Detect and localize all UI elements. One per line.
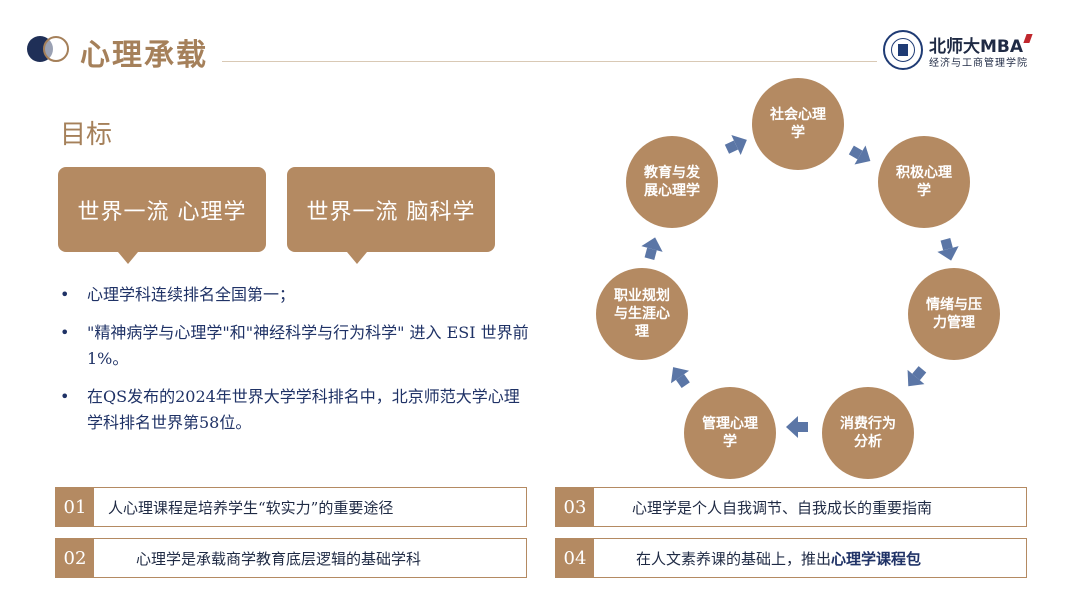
cycle-node-emotion-stress: 情绪与压力管理 [908, 268, 1000, 360]
highlight-text: 心理学课程包 [831, 549, 922, 568]
list-item: "精神病学与心理学"和"神经科学与行为科学" 进入 ESI 世界前1%。 [60, 320, 530, 372]
ring-dot-icon [43, 36, 69, 62]
cycle-node-positive-psychology: 积极心理学 [878, 136, 970, 228]
cycle-node-career-planning: 职业规划与生涯心理 [596, 268, 688, 360]
goal-heading: 目标 [60, 120, 113, 150]
point-text: 人心理课程是培养学生“软实力”的重要途径 [108, 498, 394, 517]
logo-sub-text: 经济与工商管理学院 [929, 58, 1028, 69]
goal-card-brain-science: 世界一流 脑科学 [287, 167, 495, 264]
list-item: 心理学科连续排名全国第一； [60, 282, 530, 308]
goal-card-psychology: 世界一流 心理学 [58, 167, 266, 264]
point-row-03: 03 心理学是个人自我调节、自我成长的重要指南 [555, 487, 1027, 527]
point-row-02: 02 心理学是承载商学教育底层逻辑的基础学科 [55, 538, 527, 578]
arrow-up-icon [639, 236, 665, 261]
point-row-04: 04 在人文素养课的基础上，推出心理学课程包 [555, 538, 1027, 578]
point-number: 02 [56, 539, 94, 577]
arrow-down-icon [935, 236, 961, 261]
university-seal-icon [883, 30, 923, 70]
school-logo: 北师大MBA 经济与工商管理学院 [883, 30, 1053, 72]
title-divider [222, 61, 877, 62]
list-item: 在QS发布的2024年世界大学学科排名中，北京师范大学心理学科排名世界第58位。 [60, 384, 530, 436]
cycle-node-education-development: 教育与发展心理学 [626, 136, 718, 228]
title-decoration [27, 36, 71, 62]
arrow-down-icon [901, 362, 931, 391]
cycle-node-social-psychology: 社会心理学 [752, 78, 844, 170]
arrow-up-icon [665, 362, 694, 391]
psychology-cycle-diagram: 社会心理学 积极心理学 情绪与压力管理 消费行为分析 管理心理学 职业规划与生涯… [560, 72, 1060, 482]
point-number: 03 [556, 488, 594, 526]
point-text: 在人文素养课的基础上，推出心理学课程包 [636, 549, 922, 568]
point-row-01: 01 人心理课程是培养学生“软实力”的重要途径 [55, 487, 527, 527]
cycle-node-consumer-behavior: 消费行为分析 [822, 387, 914, 479]
point-text: 心理学是承载商学教育底层逻辑的基础学科 [136, 549, 422, 568]
logo-accent-icon [1023, 34, 1033, 43]
logo-main-text: 北师大MBA [929, 32, 1033, 57]
arrow-left-icon [788, 416, 808, 438]
point-text: 心理学是个人自我调节、自我成长的重要指南 [632, 498, 933, 517]
cycle-node-management-psychology: 管理心理学 [684, 387, 776, 479]
achievement-list: 心理学科连续排名全国第一； "精神病学与心理学"和"神经科学与行为科学" 进入 … [60, 282, 530, 448]
point-number: 04 [556, 539, 594, 577]
point-number: 01 [56, 488, 94, 526]
arrow-right-icon [722, 131, 749, 159]
page-title: 心理承载 [80, 38, 208, 73]
arrow-right-icon [846, 140, 874, 169]
